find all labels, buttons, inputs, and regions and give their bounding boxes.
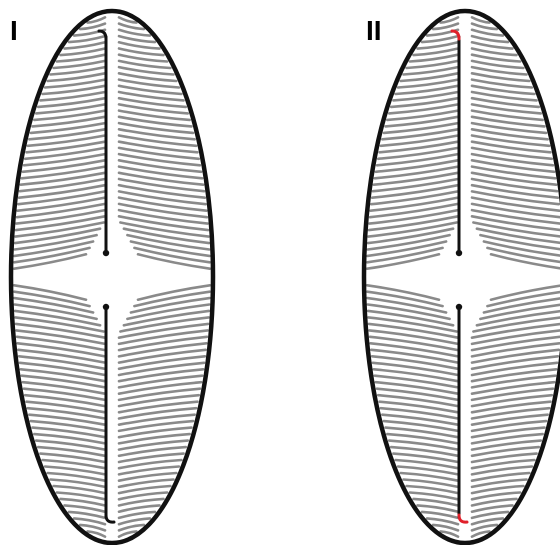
stria-line [472, 24, 497, 30]
stria-line [80, 525, 105, 531]
stria-line [119, 30, 150, 36]
panel-label-i: I [10, 15, 18, 46]
stria-line [119, 525, 144, 531]
valve-outline [364, 11, 560, 543]
stria-line [119, 36, 155, 42]
stria-line [422, 512, 458, 518]
diatom-panel-i: I [10, 11, 213, 543]
central-pore-lower [456, 304, 462, 310]
panel-label-ii: II [366, 15, 382, 46]
stria-line [433, 525, 458, 531]
diatom-panel-ii: II [364, 11, 560, 543]
valve-outline [11, 11, 213, 543]
stria-line [80, 24, 105, 30]
raphe-terminal-end-bottom [459, 515, 467, 522]
stria-line [433, 24, 458, 30]
stria-line [74, 518, 105, 524]
stria-line [69, 36, 105, 42]
striae-group [14, 17, 210, 536]
stria-line [472, 525, 497, 531]
stria-line [427, 518, 458, 524]
central-pore-lower [103, 304, 109, 310]
stria-line [472, 518, 503, 524]
raphe-terminal-end-bottom [106, 515, 114, 522]
stria-line [422, 36, 458, 42]
stria-line [472, 30, 503, 36]
central-pore-upper [103, 250, 109, 256]
stria-line [472, 36, 508, 42]
stria-line [69, 512, 105, 518]
stria-line [472, 512, 508, 518]
stria-line [119, 24, 144, 30]
stria-line [119, 512, 155, 518]
stria-line [119, 518, 150, 524]
central-pore-upper [456, 250, 462, 256]
striae-group [367, 17, 560, 536]
